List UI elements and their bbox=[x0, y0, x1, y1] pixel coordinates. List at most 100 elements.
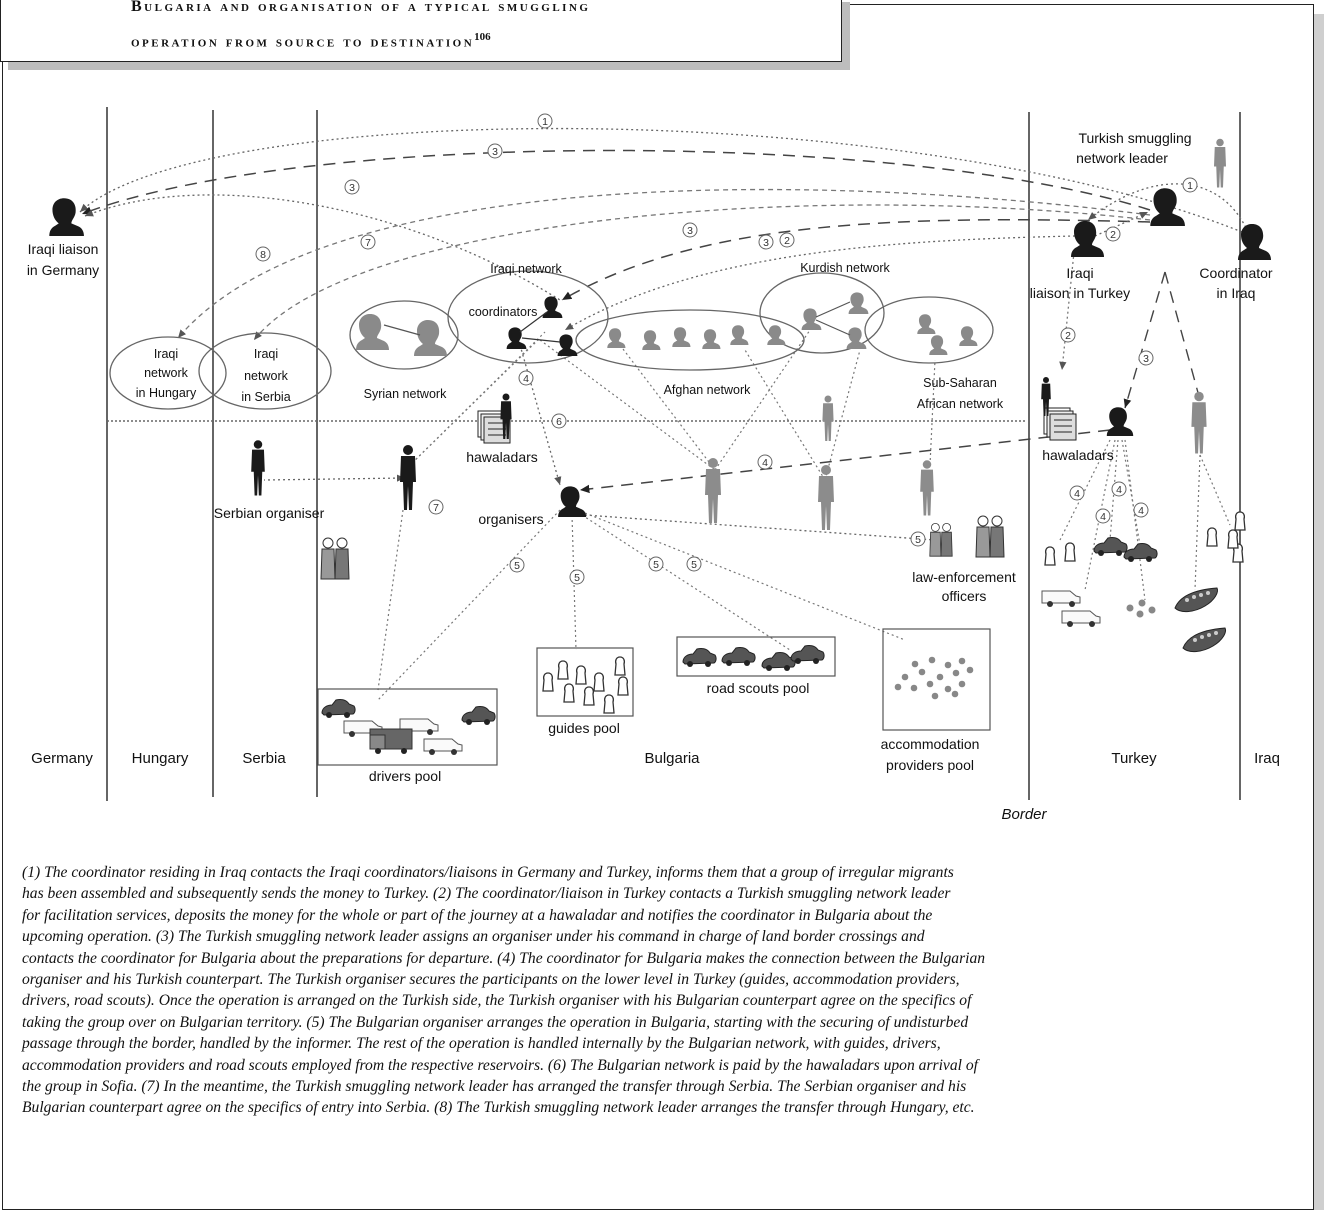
frame-shadow bbox=[1314, 14, 1324, 1210]
guide-icon bbox=[593, 672, 605, 692]
subsaharan-member-icon bbox=[929, 335, 948, 355]
label-hungary-network-3: in Hungary bbox=[136, 386, 197, 400]
figure-caption: (1) The coordinator residing in Iraq con… bbox=[22, 862, 1304, 1119]
network-ellipses bbox=[109, 270, 994, 410]
link-drivers bbox=[377, 509, 561, 701]
label-country-serbia: Serbia bbox=[242, 750, 286, 767]
step-number: 4 bbox=[762, 457, 768, 469]
label-turkish-leader-2: network leader bbox=[1076, 150, 1168, 166]
label-coordinators: coordinators bbox=[469, 305, 538, 319]
step-badge: 1 bbox=[537, 113, 553, 129]
bg-officers-icon bbox=[975, 515, 1005, 558]
step-number: 4 bbox=[1074, 488, 1080, 500]
step-badge: 7 bbox=[428, 499, 444, 515]
label-country-bulgaria: Bulgaria bbox=[644, 750, 700, 767]
step-number: 4 bbox=[1100, 511, 1106, 523]
driver-van-icon bbox=[423, 738, 463, 756]
guide-icon bbox=[617, 676, 629, 696]
link-accommodation bbox=[584, 512, 906, 641]
arrow-4-organisers bbox=[579, 429, 1111, 494]
link-syrian-drivers bbox=[377, 509, 404, 691]
step-number: 3 bbox=[492, 146, 498, 158]
step-badge: 5 bbox=[910, 531, 926, 547]
step-number: 7 bbox=[365, 237, 371, 249]
scout-car-icon bbox=[721, 646, 756, 667]
scout-car-icon bbox=[790, 644, 825, 665]
step-number: 1 bbox=[1187, 180, 1193, 192]
arrow-7-serbia bbox=[263, 474, 406, 482]
label-iraqi-liaison-germany-1: Iraqi liaison bbox=[28, 241, 99, 257]
driver-car-icon bbox=[461, 705, 496, 726]
step-badge: 4 bbox=[1133, 502, 1149, 518]
step-badge: 8 bbox=[255, 246, 271, 262]
guide-icon bbox=[1234, 511, 1246, 531]
syrian-network-ellipse bbox=[349, 300, 459, 370]
arrow-3-top bbox=[81, 149, 1151, 215]
label-subsaharan-1: Sub-Saharan bbox=[923, 376, 997, 390]
step-badge: 4 bbox=[1069, 485, 1085, 501]
step-badge: 2 bbox=[1060, 327, 1076, 343]
driver-van-icon bbox=[1041, 590, 1081, 608]
road-scout-car-icon bbox=[1123, 542, 1158, 563]
figure-title: Bulgaria and organisation of a typical s… bbox=[131, 0, 771, 57]
caption-line: taking the group over on Bulgarian terri… bbox=[22, 1013, 969, 1031]
caption-line: (1) The coordinator residing in Iraq con… bbox=[22, 864, 954, 881]
step-badge: 6 bbox=[551, 413, 567, 429]
link-tr-guides bbox=[1059, 439, 1111, 541]
link-afghan-man-2 bbox=[744, 349, 826, 481]
bg-officer-icon bbox=[929, 523, 953, 557]
label-country-germany: Germany bbox=[31, 750, 93, 767]
flow-arrows bbox=[79, 127, 1249, 541]
label-iraqi-liaison-germany-2: in Germany bbox=[27, 262, 99, 278]
link-scouts bbox=[581, 514, 791, 651]
step-badge: 5 bbox=[509, 557, 525, 573]
link-tr-accom bbox=[1124, 439, 1146, 601]
bulgarian-pools bbox=[317, 628, 991, 766]
hungary-network-ellipse bbox=[109, 336, 227, 410]
label-hungary-network-2: network bbox=[144, 366, 189, 380]
step-number: 5 bbox=[653, 559, 659, 571]
guide-icon bbox=[583, 686, 595, 706]
guide-icon bbox=[1044, 546, 1056, 566]
scout-car-icon bbox=[761, 651, 796, 672]
step-number: 1 bbox=[542, 116, 548, 128]
serbian-officers-icon bbox=[320, 537, 350, 580]
label-road-scouts-pool: road scouts pool bbox=[707, 680, 810, 696]
arrow-8 bbox=[177, 188, 1151, 339]
driver-car-icon bbox=[321, 698, 356, 719]
step-badge: 3 bbox=[682, 222, 698, 238]
guide-icon bbox=[1206, 527, 1218, 547]
arrow-2-center bbox=[564, 235, 1076, 331]
link-coord-afghan bbox=[539, 339, 716, 471]
turkish-resources bbox=[1041, 511, 1246, 653]
labels: Iraqi liaison in Germany Turkish smuggli… bbox=[27, 130, 1280, 823]
arrow-1-top bbox=[79, 127, 1243, 233]
step-badge: 2 bbox=[779, 232, 795, 248]
step-badge: 4 bbox=[518, 370, 534, 386]
link-kurdish bbox=[714, 329, 811, 471]
caption-line: has been assembled and subsequently send… bbox=[22, 885, 951, 903]
accommodation-dots bbox=[1126, 599, 1156, 618]
boat-icon bbox=[1174, 587, 1218, 613]
step-number: 3 bbox=[763, 237, 769, 249]
caption-line: for facilitation services, deposits the … bbox=[22, 906, 933, 924]
driver-van-icon bbox=[1061, 610, 1101, 628]
step-number: 5 bbox=[915, 534, 921, 546]
drivers-pool-box bbox=[317, 688, 498, 766]
guide-icon bbox=[563, 683, 575, 703]
afghan-member-icon bbox=[730, 325, 749, 345]
guide-icon bbox=[603, 694, 615, 714]
label-law-enforcement-2: officers bbox=[942, 588, 987, 604]
caption-line: drivers, road scouts). Once the operatio… bbox=[22, 992, 972, 1010]
link-tr-boats bbox=[1194, 454, 1201, 591]
afghan-member-icon bbox=[672, 327, 691, 347]
step-badge: 4 bbox=[1111, 481, 1127, 497]
label-accommodation-pool-2: providers pool bbox=[886, 757, 974, 773]
label-iraqi-liaison-turkey-1: Iraqi bbox=[1066, 265, 1093, 281]
label-drivers-pool: drivers pool bbox=[369, 768, 441, 784]
network-members bbox=[356, 292, 978, 356]
label-law-enforcement-1: law-enforcement bbox=[912, 569, 1016, 585]
caption-line: contacts the coordinator for Bulgaria ab… bbox=[22, 949, 986, 967]
iraqi-network-ellipse bbox=[447, 270, 609, 364]
coordinator-iraq-icon bbox=[1238, 224, 1271, 260]
